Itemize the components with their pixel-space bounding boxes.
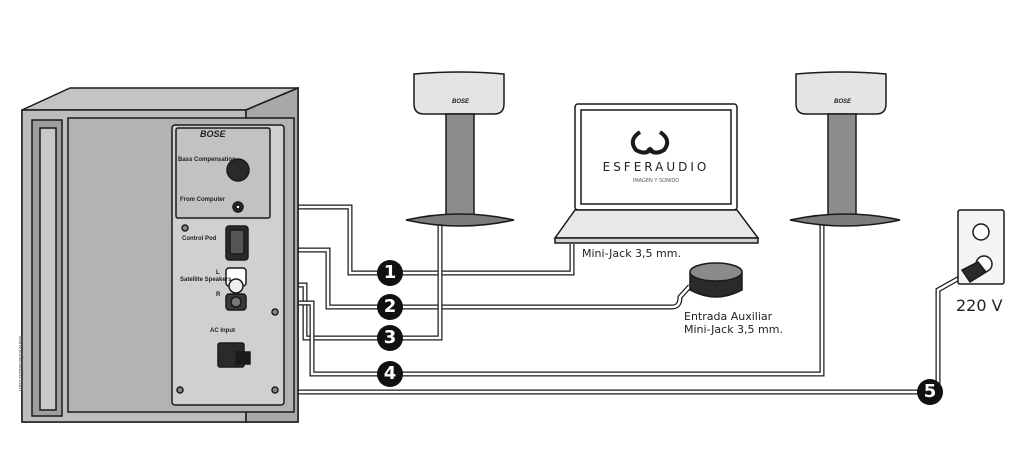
cable-2 — [258, 247, 692, 310]
ac-input-label: AC Input — [210, 328, 235, 334]
cable-1 — [244, 204, 575, 276]
subwoofer — [21, 86, 299, 423]
voltage-label: 220 V — [956, 296, 1003, 315]
brand-logo: BOSE — [200, 129, 226, 139]
control-pod — [689, 262, 743, 298]
minijack-caption: Mini-Jack 3,5 mm. — [582, 247, 681, 260]
satellite-speaker-right — [789, 71, 901, 227]
from-computer-label: From Computer — [180, 197, 225, 203]
step-2-badge: 2 — [377, 294, 403, 320]
laptop-logo-tagline: IMAGEN Y SONIDO — [632, 178, 680, 184]
wall-outlet — [957, 209, 1005, 285]
left-channel-label: L — [216, 270, 220, 276]
step-5-badge: 5 — [917, 379, 943, 405]
control-pod-label: Control Pod — [182, 236, 217, 242]
step-1-badge: 1 — [377, 260, 403, 286]
satellite-speaker-left — [405, 71, 515, 227]
bass-compensation-label: Bass Compensation — [178, 157, 236, 163]
aux-input-caption-line1: Entrada Auxiliar — [684, 310, 773, 323]
side-watermark: www.esferaudio.com — [17, 335, 24, 392]
right-channel-label: R — [216, 292, 221, 298]
laptop — [553, 103, 760, 244]
step-4-badge: 4 — [377, 361, 403, 387]
satellite-speakers-label: Satellite Speakers — [180, 277, 232, 283]
laptop-logo-text: ESFERAUDIO — [602, 160, 710, 174]
satellite-right-logo: BOSE — [834, 99, 852, 105]
aux-input-caption-line2: Mini-Jack 3,5 mm. — [684, 323, 783, 336]
step-3-badge: 3 — [377, 325, 403, 351]
satellite-left-logo: BOSE — [452, 99, 470, 105]
